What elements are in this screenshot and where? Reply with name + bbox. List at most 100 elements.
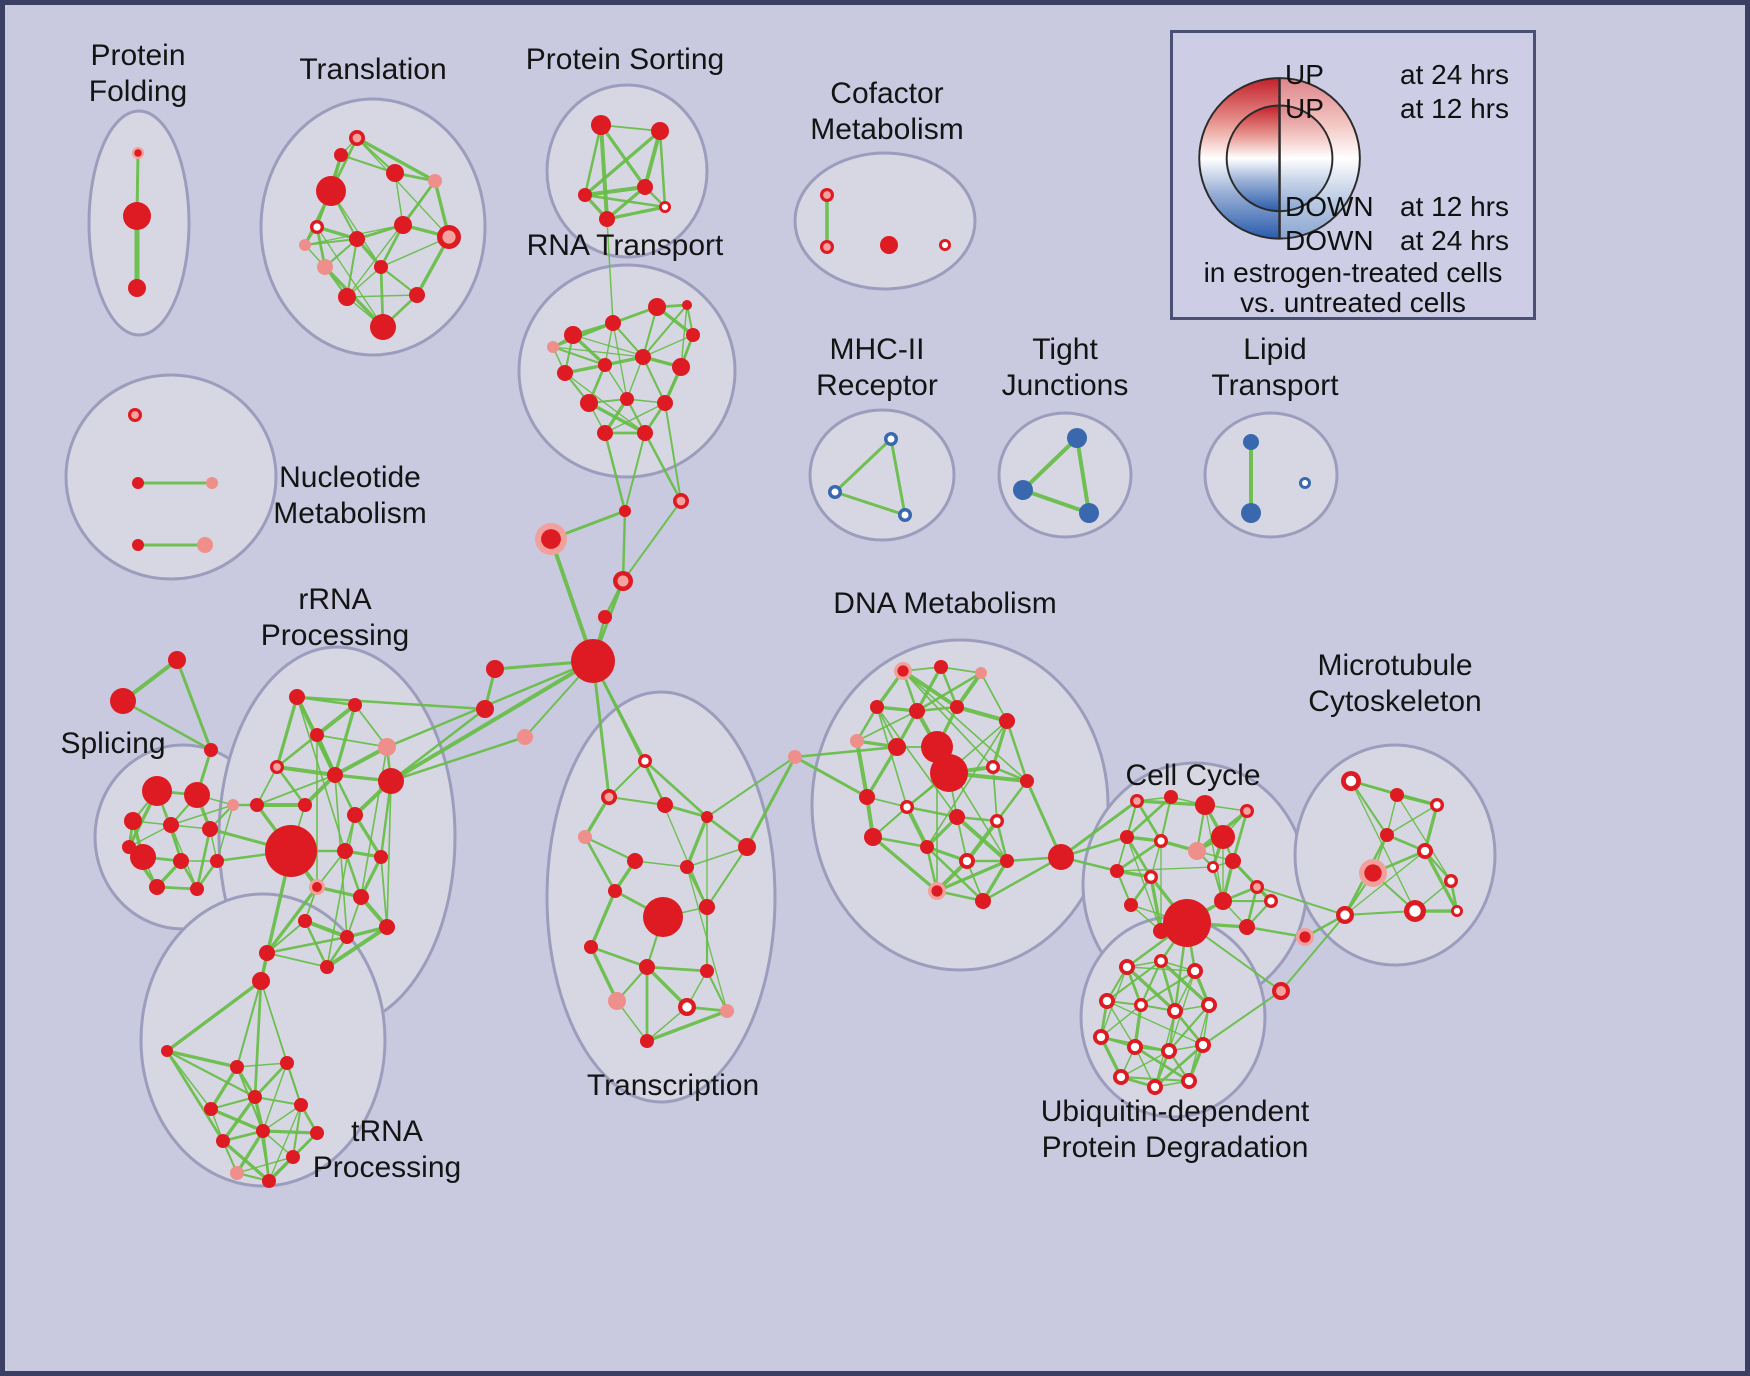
node-tr-5[interactable] bbox=[349, 231, 365, 247]
node-rr-1[interactable] bbox=[348, 698, 362, 712]
node-sp-0[interactable] bbox=[142, 776, 172, 806]
node-tn-12[interactable] bbox=[262, 1174, 276, 1188]
node-rr-7[interactable] bbox=[298, 798, 312, 812]
node-tn-3[interactable] bbox=[280, 1056, 294, 1070]
node-cc-8[interactable] bbox=[1225, 853, 1241, 869]
node-tj-1[interactable] bbox=[1013, 480, 1033, 500]
node-fc-10[interactable] bbox=[1048, 844, 1074, 870]
node-rna-11[interactable] bbox=[597, 425, 613, 441]
node-rr-13[interactable] bbox=[353, 889, 369, 905]
node-dna-3[interactable] bbox=[870, 700, 884, 714]
node-dna-2[interactable] bbox=[975, 667, 987, 679]
node-cc-1[interactable] bbox=[1164, 790, 1178, 804]
node-dna-20[interactable] bbox=[1000, 854, 1014, 868]
node-nm-1[interactable] bbox=[132, 477, 144, 489]
node-tr-6[interactable] bbox=[394, 216, 412, 234]
node-sp-11[interactable] bbox=[227, 799, 239, 811]
node-tn-10[interactable] bbox=[286, 1150, 300, 1164]
node-tr-8[interactable] bbox=[317, 259, 333, 275]
node-sp-6[interactable] bbox=[173, 853, 189, 869]
node-dna-10[interactable] bbox=[930, 754, 968, 792]
node-tr-13[interactable] bbox=[299, 239, 311, 251]
node-tx-17[interactable] bbox=[738, 838, 756, 856]
node-cc-15[interactable] bbox=[1153, 923, 1169, 939]
node-lt-1[interactable] bbox=[1241, 503, 1261, 523]
node-tn-9[interactable] bbox=[256, 1124, 270, 1138]
node-fc-5[interactable] bbox=[571, 639, 615, 683]
node-tn-4[interactable] bbox=[204, 1102, 218, 1116]
node-dna-1[interactable] bbox=[934, 660, 948, 674]
node-sp-5[interactable] bbox=[130, 844, 156, 870]
node-dna-8[interactable] bbox=[888, 738, 906, 756]
node-tx-10[interactable] bbox=[584, 940, 598, 954]
node-rr-0[interactable] bbox=[289, 689, 305, 705]
node-rna-12[interactable] bbox=[637, 425, 653, 441]
node-pf-2[interactable] bbox=[128, 279, 146, 297]
node-cc-12[interactable] bbox=[1214, 892, 1232, 910]
node-rna-9[interactable] bbox=[620, 392, 634, 406]
node-rna-6[interactable] bbox=[635, 349, 651, 365]
node-tx-7[interactable] bbox=[608, 884, 622, 898]
node-ps-4[interactable] bbox=[599, 211, 615, 227]
node-fc-4[interactable] bbox=[598, 610, 612, 624]
node-tx-15[interactable] bbox=[720, 1004, 734, 1018]
node-cc-3[interactable] bbox=[1211, 825, 1235, 849]
node-rna-10[interactable] bbox=[657, 395, 673, 411]
node-mt-9[interactable] bbox=[1380, 828, 1394, 842]
node-rr-6[interactable] bbox=[378, 768, 404, 794]
node-tx-16[interactable] bbox=[640, 1034, 654, 1048]
node-rr-5[interactable] bbox=[327, 767, 343, 783]
node-tx-4[interactable] bbox=[578, 830, 592, 844]
node-nm-4[interactable] bbox=[197, 537, 213, 553]
node-rna-2[interactable] bbox=[648, 298, 666, 316]
node-ft-0[interactable] bbox=[168, 651, 186, 669]
node-tn-8[interactable] bbox=[216, 1134, 230, 1148]
node-rna-0[interactable] bbox=[564, 326, 582, 344]
node-sp-9[interactable] bbox=[190, 882, 204, 896]
node-cc-9[interactable] bbox=[1110, 864, 1124, 878]
node-tn-0[interactable] bbox=[252, 972, 270, 990]
node-tn-11[interactable] bbox=[230, 1166, 244, 1180]
node-rna-14[interactable] bbox=[682, 300, 692, 310]
node-fc-8[interactable] bbox=[517, 729, 533, 745]
node-rna-7[interactable] bbox=[672, 358, 690, 376]
node-tx-3[interactable] bbox=[701, 811, 713, 823]
node-tn-1[interactable] bbox=[161, 1045, 173, 1057]
node-tr-12[interactable] bbox=[370, 314, 396, 340]
node-rr-11[interactable] bbox=[374, 850, 388, 864]
node-fc-9[interactable] bbox=[788, 750, 802, 764]
node-rna-5[interactable] bbox=[598, 358, 612, 372]
node-rr-18[interactable] bbox=[320, 960, 334, 974]
node-rr-16[interactable] bbox=[379, 919, 395, 935]
node-tx-6[interactable] bbox=[680, 860, 694, 874]
node-tx-8[interactable] bbox=[643, 897, 683, 937]
node-tr-11[interactable] bbox=[409, 287, 425, 303]
node-ft-2[interactable] bbox=[204, 743, 218, 757]
node-ps-3[interactable] bbox=[637, 179, 653, 195]
node-tx-5[interactable] bbox=[627, 853, 643, 869]
node-mt-1[interactable] bbox=[1390, 788, 1404, 802]
node-rr-2[interactable] bbox=[310, 728, 324, 742]
node-fc-7[interactable] bbox=[476, 700, 494, 718]
node-tr-9[interactable] bbox=[374, 260, 388, 274]
node-dna-22[interactable] bbox=[975, 893, 991, 909]
node-dna-5[interactable] bbox=[950, 700, 964, 714]
node-rr-19[interactable] bbox=[250, 798, 264, 812]
node-tn-5[interactable] bbox=[248, 1090, 262, 1104]
node-tx-11[interactable] bbox=[639, 959, 655, 975]
node-dna-18[interactable] bbox=[920, 840, 934, 854]
node-rr-9[interactable] bbox=[265, 825, 317, 877]
node-rr-3[interactable] bbox=[378, 738, 396, 756]
node-tr-14[interactable] bbox=[334, 148, 348, 162]
node-rna-3[interactable] bbox=[686, 328, 700, 342]
node-tx-9[interactable] bbox=[699, 899, 715, 915]
node-tr-3[interactable] bbox=[428, 174, 442, 188]
node-rr-8[interactable] bbox=[347, 807, 363, 823]
node-sp-4[interactable] bbox=[202, 821, 218, 837]
node-rr-17[interactable] bbox=[259, 945, 275, 961]
node-sp-3[interactable] bbox=[163, 817, 179, 833]
node-cc-7[interactable] bbox=[1188, 842, 1206, 860]
node-cc-2[interactable] bbox=[1195, 795, 1215, 815]
node-ps-1[interactable] bbox=[651, 122, 669, 140]
node-rna-13[interactable] bbox=[547, 341, 559, 353]
